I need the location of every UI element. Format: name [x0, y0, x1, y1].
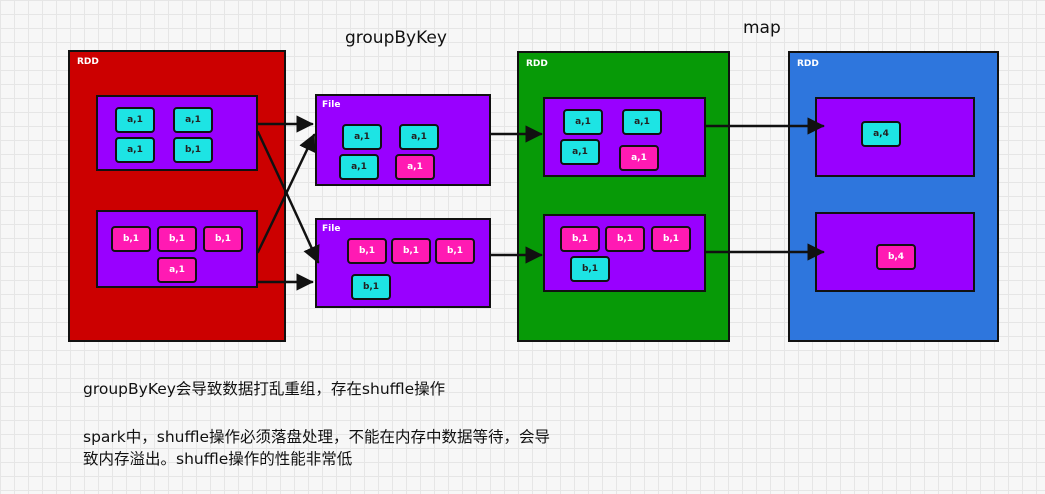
- tag-grp-p1-1: a,1: [622, 109, 662, 135]
- tag-file-bottom-0: b,1: [347, 238, 387, 264]
- tag-src-p1-1: a,1: [173, 107, 213, 133]
- tag-src-p2-1: b,1: [157, 226, 197, 252]
- rdd-result-label: RDD: [797, 59, 819, 69]
- tag-grp-p1-0: a,1: [563, 109, 603, 135]
- tag-file-bottom-3: b,1: [351, 274, 391, 300]
- rdd-result: RDD: [788, 51, 999, 342]
- rdd-source: RDD: [68, 50, 286, 342]
- tag-file-top-1: a,1: [399, 124, 439, 150]
- tag-res-p2-0: b,4: [876, 244, 916, 270]
- tag-file-top-3: a,1: [395, 154, 435, 180]
- file-bottom-label: File: [322, 224, 341, 234]
- rdd-grouped-label: RDD: [526, 59, 548, 69]
- res-partition-2: b,4: [815, 212, 975, 292]
- tag-src-p1-2: a,1: [115, 137, 155, 163]
- tag-src-p2-2: b,1: [203, 226, 243, 252]
- tag-file-bottom-1: b,1: [391, 238, 431, 264]
- file-bottom: File b,1 b,1 b,1 b,1: [315, 218, 491, 308]
- grp-partition-1: a,1 a,1 a,1 a,1: [543, 97, 706, 177]
- tag-file-bottom-2: b,1: [435, 238, 475, 264]
- tag-grp-p1-3: a,1: [619, 145, 659, 171]
- res-partition-1: a,4: [815, 97, 975, 177]
- tag-grp-p2-2: b,1: [651, 226, 691, 252]
- tag-grp-p2-3: b,1: [570, 256, 610, 282]
- rdd-grouped: RDD: [517, 51, 730, 342]
- tag-src-p1-0: a,1: [115, 107, 155, 133]
- file-top: File a,1 a,1 a,1 a,1: [315, 94, 491, 186]
- tag-file-top-2: a,1: [339, 154, 379, 180]
- note-line-2: spark中，shuffle操作必须落盘处理，不能在内存中数据等待，会导 致内存…: [83, 428, 551, 468]
- rdd-source-label: RDD: [77, 57, 99, 67]
- note-line-1: groupByKey会导致数据打乱重组，存在shuffle操作: [83, 380, 446, 398]
- grp-partition-2: b,1 b,1 b,1 b,1: [543, 214, 706, 292]
- tag-grp-p1-2: a,1: [560, 139, 600, 165]
- file-top-label: File: [322, 100, 341, 110]
- tag-file-top-0: a,1: [342, 124, 382, 150]
- tag-src-p2-0: b,1: [111, 226, 151, 252]
- groupbykey-label: groupByKey: [345, 28, 447, 48]
- tag-src-p1-3: b,1: [173, 137, 213, 163]
- tag-res-p1-0: a,4: [861, 121, 901, 147]
- src-partition-2: b,1 b,1 b,1 a,1: [96, 210, 258, 288]
- tag-grp-p2-0: b,1: [560, 226, 600, 252]
- tag-src-p2-3: a,1: [157, 257, 197, 283]
- tag-grp-p2-1: b,1: [605, 226, 645, 252]
- map-label: map: [743, 18, 781, 38]
- src-partition-1: a,1 a,1 a,1 b,1: [96, 95, 258, 171]
